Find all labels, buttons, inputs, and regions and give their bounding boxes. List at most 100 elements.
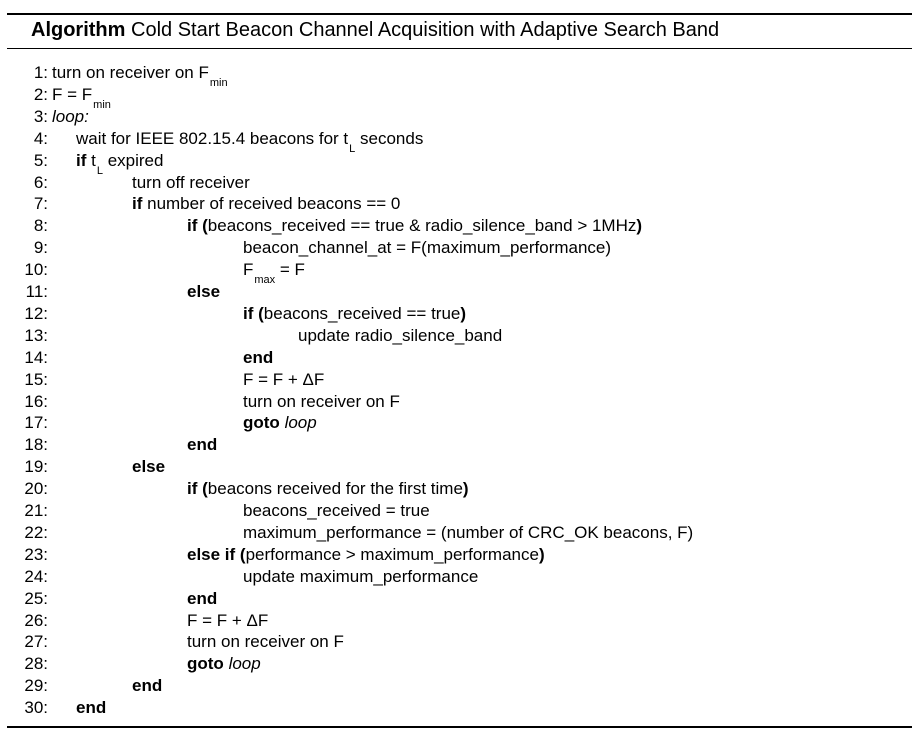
keyword: if ( bbox=[187, 479, 208, 499]
algorithm-line: 12: if (beacons_received == true) bbox=[0, 303, 920, 325]
algorithm-line: 30: end bbox=[0, 697, 920, 719]
line-code: end bbox=[187, 434, 217, 456]
line-code: F = Fmin bbox=[52, 84, 111, 111]
line-code: maximum_performance = (number of CRC_OK … bbox=[243, 522, 693, 544]
caption-rule bbox=[7, 48, 912, 49]
keyword: if ( bbox=[243, 303, 264, 323]
code-text: t bbox=[86, 150, 96, 170]
keyword: if bbox=[76, 150, 87, 170]
line-number: 22: bbox=[24, 522, 48, 542]
code-text: performance > maximum_performance bbox=[245, 544, 539, 564]
algorithm-line: 20: if (beacons received for the first ti… bbox=[0, 478, 920, 500]
algorithm-line: 2:F = Fmin bbox=[0, 84, 920, 111]
code-text: beacons_received == true bbox=[263, 303, 461, 323]
line-code: turn on receiver on F bbox=[187, 631, 344, 653]
code-text: loop bbox=[228, 654, 261, 674]
line-number: 27: bbox=[24, 632, 48, 652]
subscript: min bbox=[209, 77, 228, 89]
line-number: 14: bbox=[24, 347, 48, 367]
code-text: beacons_received = true bbox=[243, 501, 430, 520]
keyword: else bbox=[132, 457, 166, 477]
line-number: 4: bbox=[33, 128, 48, 148]
line-number: 1: bbox=[33, 63, 48, 82]
line-number: 18: bbox=[24, 435, 48, 455]
code-text: F = F + ΔF bbox=[243, 369, 325, 389]
line-number: 8: bbox=[33, 216, 48, 236]
line-number: 11: bbox=[25, 282, 48, 301]
algorithm-line: 4:wait for IEEE 802.15.4 beacons for tL … bbox=[0, 128, 920, 155]
algorithm-caption: Algorithm Cold Start Beacon Channel Acqu… bbox=[31, 16, 719, 44]
keyword: ) bbox=[636, 216, 643, 236]
line-code: F = F + ΔF bbox=[187, 610, 268, 632]
subscript: L bbox=[349, 142, 356, 155]
keyword: goto bbox=[187, 654, 224, 674]
algorithm-line: 24:update maximum_performance bbox=[0, 566, 920, 588]
keyword: end bbox=[132, 676, 163, 696]
algorithm-line: 9:beacon_channel_at = F(maximum_performa… bbox=[0, 237, 920, 259]
line-number: 2: bbox=[33, 84, 48, 104]
line-number: 20: bbox=[24, 479, 48, 499]
keyword: ) bbox=[462, 479, 469, 499]
code-text: update maximum_performance bbox=[243, 566, 479, 586]
line-code: goto loop bbox=[187, 653, 261, 675]
code-text: beacons received for the first time bbox=[207, 479, 463, 499]
code-text: turn off receiver bbox=[132, 172, 250, 192]
algorithm-line: 29: end bbox=[0, 675, 920, 697]
keyword: if ( bbox=[187, 216, 208, 236]
line-number: 21: bbox=[24, 501, 48, 520]
line-number: 10: bbox=[24, 260, 48, 280]
algorithm-line: 6: turn off receiver bbox=[0, 172, 920, 194]
code-text: maximum_performance = (number of CRC_OK … bbox=[243, 522, 694, 542]
algorithm-line: 23:else if (performance > maximum_perfor… bbox=[0, 544, 920, 566]
algorithm-line: 22: maximum_performance = (number of CRC_… bbox=[0, 522, 920, 544]
algorithm-line: 15:F = F + ΔF bbox=[0, 369, 920, 391]
keyword: if bbox=[132, 194, 143, 214]
line-number: 30: bbox=[24, 698, 48, 718]
algorithm-line: 1:turn on receiver on Fmin bbox=[0, 62, 920, 89]
code-text: wait for IEEE 802.15.4 beacons for t bbox=[76, 128, 349, 148]
algorithm-line: 21: beacons_received = true bbox=[0, 500, 920, 522]
algorithm-line: 27: turn on receiver on F bbox=[0, 631, 920, 653]
algorithm-line: 3:loop: bbox=[0, 106, 920, 128]
line-code: beacon_channel_at = F(maximum_performanc… bbox=[243, 237, 611, 259]
line-number: 5: bbox=[33, 150, 48, 170]
subscript: min bbox=[93, 98, 111, 111]
line-number: 23: bbox=[24, 544, 48, 564]
algorithm-line: 7: if number of received beacons == 0 bbox=[0, 193, 920, 215]
keyword: end bbox=[187, 435, 218, 455]
code-text: F = F bbox=[52, 84, 93, 104]
code-text: expired bbox=[102, 150, 164, 170]
code-text: loop bbox=[284, 413, 317, 433]
code-text: number of received beacons == 0 bbox=[142, 194, 401, 214]
line-number: 28: bbox=[24, 654, 48, 674]
line-code: end bbox=[76, 697, 106, 719]
algorithm-line: 13:update radio_silence_band bbox=[0, 325, 920, 347]
algorithm-line: 8: if (beacons_received == true & radio_s… bbox=[0, 215, 920, 237]
line-code: update radio_silence_band bbox=[298, 325, 502, 347]
line-number: 29: bbox=[24, 676, 48, 696]
line-code: goto loop bbox=[243, 412, 317, 434]
line-number: 3: bbox=[33, 106, 48, 126]
algorithm-line: 11:else bbox=[0, 281, 920, 303]
line-code: end bbox=[132, 675, 162, 697]
bottom-rule bbox=[7, 726, 912, 728]
algorithm-line: 17:goto loop bbox=[0, 412, 920, 434]
line-code: loop: bbox=[52, 106, 89, 128]
algorithm-line: 25:end bbox=[0, 588, 920, 610]
code-text: F bbox=[243, 260, 254, 280]
line-code: update maximum_performance bbox=[243, 566, 478, 588]
line-number: 19: bbox=[24, 457, 48, 477]
line-number: 12: bbox=[24, 303, 48, 323]
keyword: ) bbox=[460, 303, 467, 323]
algorithm-title: Cold Start Beacon Channel Acquisition wi… bbox=[131, 19, 720, 41]
line-code: if (beacons_received == true & radio_sil… bbox=[187, 215, 642, 237]
line-number: 7: bbox=[33, 194, 48, 214]
code-text: beacon_channel_at = F(maximum_performanc… bbox=[243, 238, 612, 258]
algorithm-line: 26:F = F + ΔF bbox=[0, 610, 920, 632]
line-code: Fmax = F bbox=[243, 259, 305, 286]
line-number: 6: bbox=[33, 172, 48, 192]
line-code: turn on receiver on F bbox=[243, 391, 400, 413]
keyword: end bbox=[76, 698, 107, 718]
keyword: ) bbox=[538, 544, 545, 564]
